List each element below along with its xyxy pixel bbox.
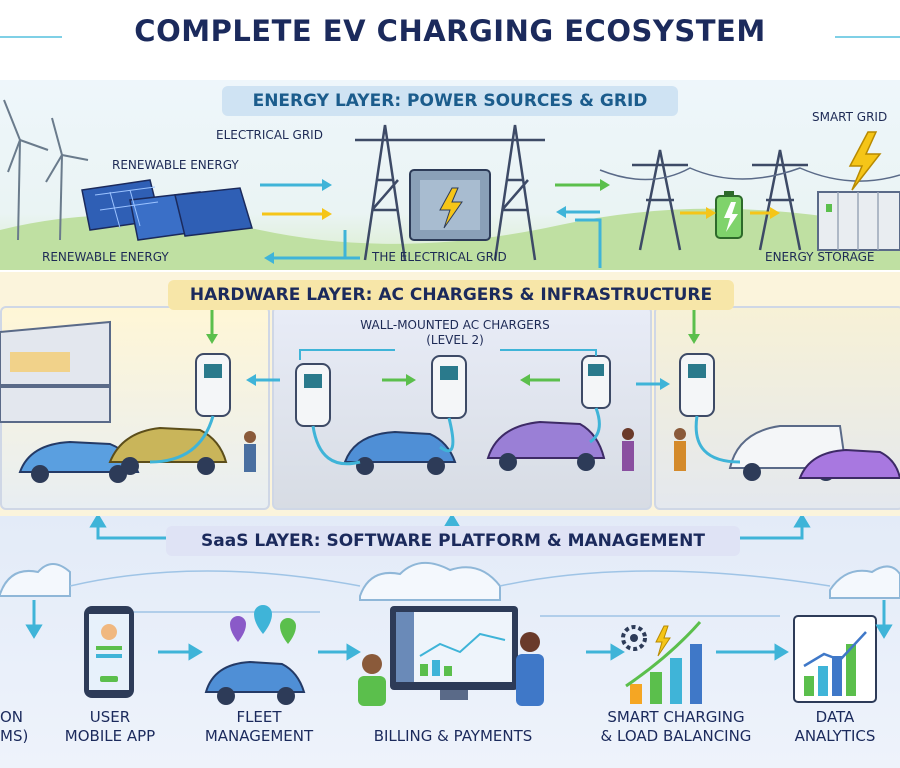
lightning-bolt-icon	[848, 131, 882, 191]
saas-item-analytics-line2: ANALYTICS	[794, 727, 876, 745]
renewable-energy-bottom-label: RENEWABLE ENERGY	[42, 250, 169, 264]
lightning-bolt-icon	[655, 625, 671, 657]
title-rule-left	[0, 36, 62, 38]
title-rule-right	[835, 36, 900, 38]
saas-layer: SaaS LAYER: SOFTWARE PLATFORM & MANAGEME…	[0, 516, 900, 768]
person-icon	[244, 428, 686, 472]
person-icon	[358, 632, 544, 706]
saas-layer-label: SaaS LAYER: SOFTWARE PLATFORM & MANAGEME…	[166, 526, 740, 556]
saas-item-billing-line1	[348, 708, 558, 727]
energy-flow-arrows	[260, 179, 780, 268]
saas-item-smart-charging-line1: SMART CHARGING	[607, 708, 745, 726]
saas-item-mobile-app: USER MOBILE APP	[50, 708, 170, 746]
smart-grid-label: SMART GRID	[812, 110, 888, 124]
gear-icon	[621, 625, 647, 651]
ev-charger-icon	[149, 353, 741, 466]
hardware-layer-label: HARDWARE LAYER: AC CHARGERS & INFRASTRUC…	[168, 280, 734, 310]
saas-scene	[0, 516, 900, 706]
dashboard-monitor-icon	[390, 606, 518, 700]
fleet-car-icon	[204, 660, 306, 705]
saas-item-mobile-app-line1: USER	[89, 708, 131, 726]
location-pin-icon	[230, 605, 296, 644]
wall-chargers-label: WALL-MOUNTED AC CHARGERS (LEVEL 2)	[335, 318, 575, 348]
saas-item-cms: ON MS)	[0, 708, 40, 746]
saas-item-analytics-line1: DATA	[815, 708, 855, 726]
electrical-grid-bottom-label: THE ELECTRICAL GRID	[372, 250, 507, 264]
network-lines	[69, 570, 831, 617]
saas-item-billing-line2: BILLING & PAYMENTS	[373, 727, 533, 745]
energy-scene	[0, 99, 900, 270]
battery-icon	[715, 191, 743, 239]
transmission-tower-icon	[355, 124, 900, 261]
electrical-grid-label: ELECTRICAL GRID	[216, 128, 323, 142]
energy-layer: ENERGY LAYER: POWER SOURCES & GRID ELECT…	[0, 80, 900, 270]
energy-storage-icon	[817, 191, 900, 251]
bar-chart-icon	[625, 621, 702, 704]
saas-item-fleet-management: FLEET MANAGEMENT	[194, 708, 324, 746]
solar-panels-icon	[81, 179, 253, 241]
hardware-flow-arrows	[206, 310, 700, 390]
hardware-scene	[0, 310, 900, 483]
wall-chargers-line1: WALL-MOUNTED AC CHARGERS	[360, 318, 550, 332]
saas-item-cms-line1: ON	[0, 708, 24, 726]
renewable-energy-top-label: RENEWABLE ENERGY	[112, 158, 239, 172]
saas-item-billing: BILLING & PAYMENTS	[348, 708, 558, 746]
house-icon	[0, 320, 111, 423]
mobile-phone-icon	[84, 606, 134, 698]
wind-turbine-icon	[3, 99, 89, 241]
energy-storage-label: ENERGY STORAGE	[765, 250, 875, 264]
saas-item-data-analytics: DATA ANALYTICS	[780, 708, 890, 746]
analytics-chart-icon	[793, 615, 877, 703]
car-icon	[18, 420, 900, 483]
saas-item-fleet-line2: MANAGEMENT	[204, 727, 314, 745]
transformer-icon	[409, 169, 491, 241]
cloud-icon	[0, 562, 900, 601]
wall-chargers-line2: (LEVEL 2)	[426, 333, 484, 347]
saas-item-smart-charging: SMART CHARGING & LOAD BALANCING	[586, 708, 766, 746]
saas-item-cms-line2: MS)	[0, 727, 29, 745]
page-title: COMPLETE EV CHARGING ECOSYSTEM	[134, 14, 766, 48]
energy-layer-label: ENERGY LAYER: POWER SOURCES & GRID	[222, 86, 678, 116]
saas-flow-arrows	[25, 516, 893, 661]
saas-item-smart-charging-line2: & LOAD BALANCING	[600, 727, 752, 745]
hardware-layer: HARDWARE LAYER: AC CHARGERS & INFRASTRUC…	[0, 272, 900, 516]
saas-item-fleet-line1: FLEET	[236, 708, 282, 726]
saas-item-mobile-app-line2: MOBILE APP	[64, 727, 156, 745]
